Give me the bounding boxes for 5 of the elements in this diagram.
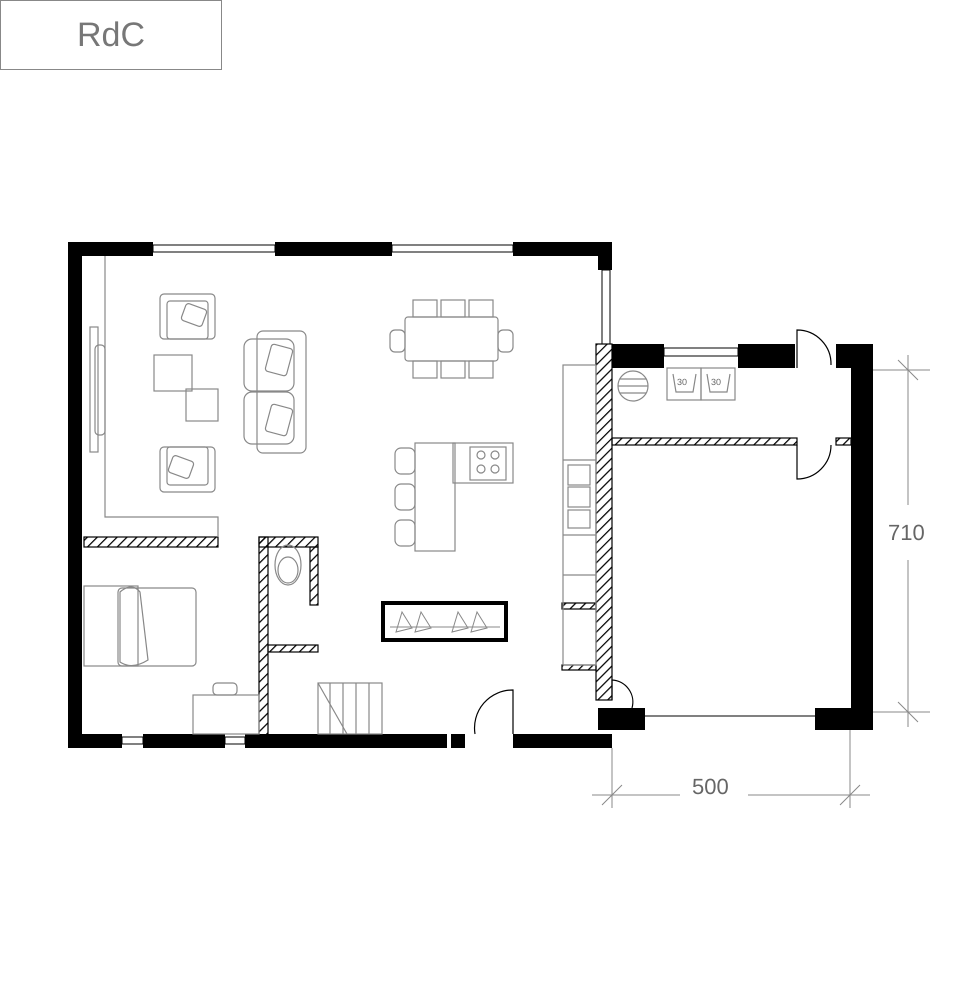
wash-temperature-label: 30 (711, 378, 722, 387)
plan-title: RdC (0, 0, 222, 70)
dimension-label: 500 (692, 776, 729, 798)
dimension-label: 710 (888, 522, 925, 544)
wash-temperature-label: 30 (677, 378, 688, 387)
